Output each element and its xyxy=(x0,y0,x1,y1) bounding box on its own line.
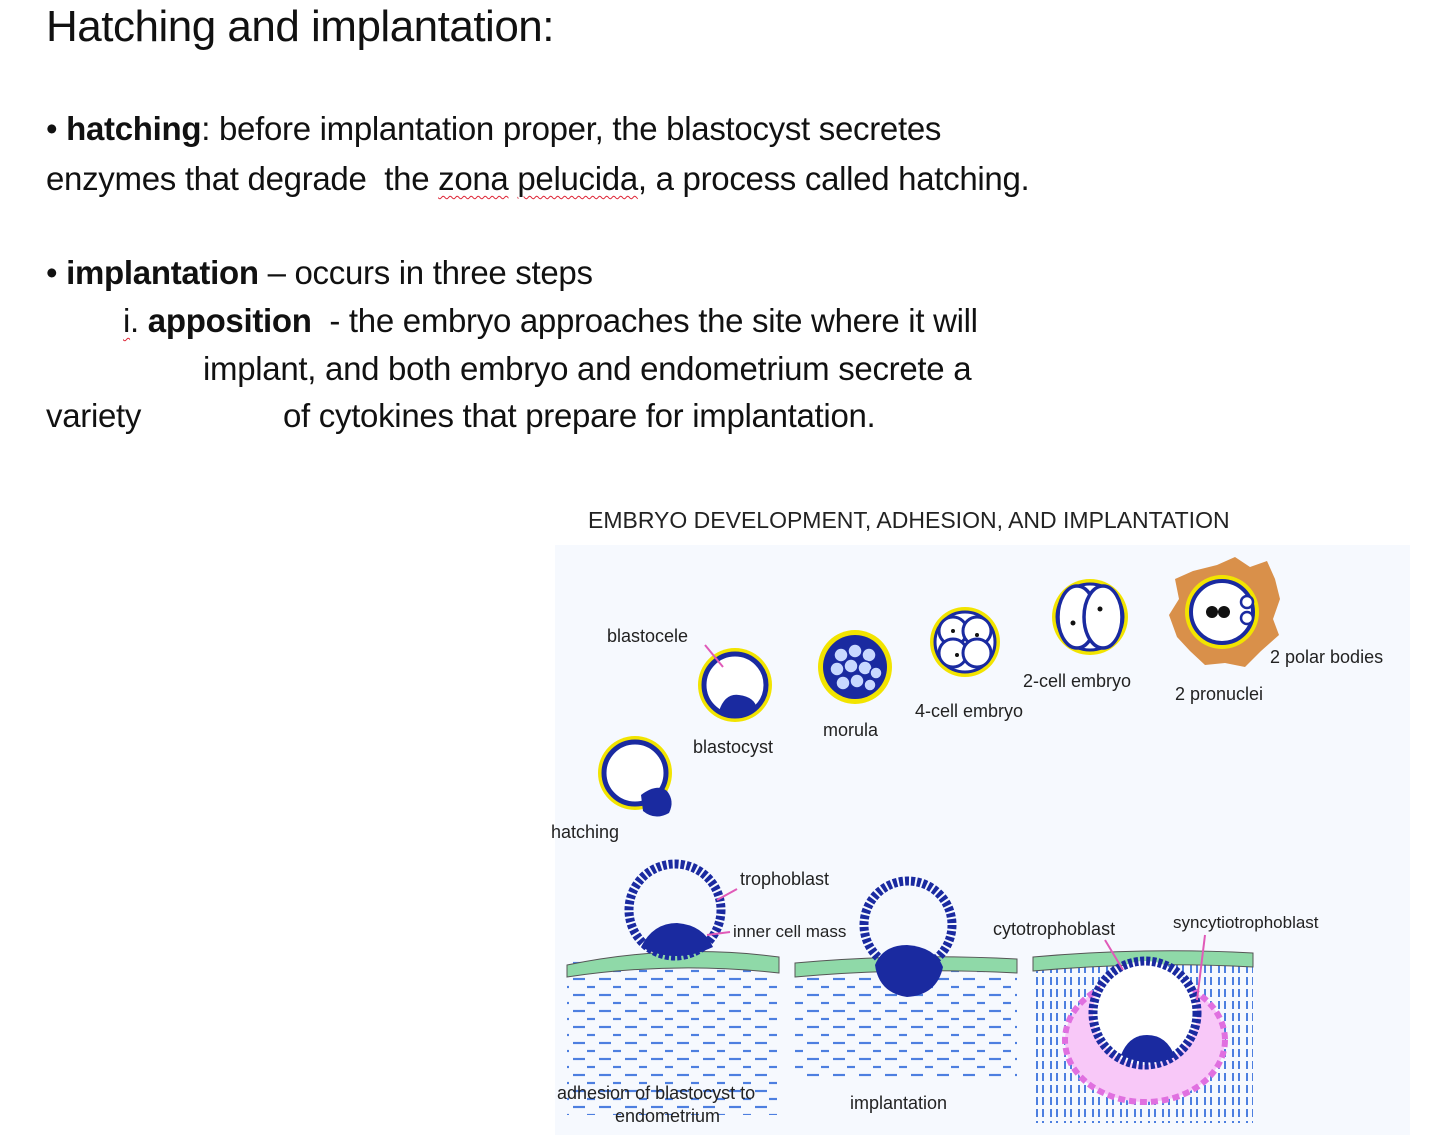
apposition-line-1: i. apposition - the embryo approaches th… xyxy=(123,302,978,340)
label-cytotrophoblast: cytotrophoblast xyxy=(993,919,1115,939)
hatching-blastocyst xyxy=(598,736,672,817)
pronucleus xyxy=(1218,606,1230,618)
label-hatching: hatching xyxy=(551,822,619,842)
apposition-text-1: - the embryo approaches the site where i… xyxy=(311,302,978,339)
label-adhesion-line-1: adhesion of blastocyst to xyxy=(557,1083,755,1103)
pointer-cytotrophoblast xyxy=(1104,939,1124,971)
label-4-cell-embryo: 4-cell embryo xyxy=(915,701,1023,721)
blastocyst xyxy=(698,648,772,722)
pointer-trophoblast xyxy=(716,888,738,901)
polar-body xyxy=(1239,594,1255,610)
invasion-panel xyxy=(1032,950,1254,1123)
slide-title: Hatching and implantation: xyxy=(46,2,555,51)
spell-flag-zona: zona xyxy=(438,160,509,197)
hatching-text-1: : before implantation proper, the blasto… xyxy=(201,110,942,147)
polar-body xyxy=(1239,610,1255,626)
bullet: • xyxy=(46,110,58,147)
label-morula: morula xyxy=(823,720,879,740)
label-pronuclei: 2 pronuclei xyxy=(1175,684,1263,704)
adhesion-panel xyxy=(566,859,780,1115)
two-cell-embryo xyxy=(1052,579,1128,655)
implantation-line-1: • implantation – occurs in three steps xyxy=(46,254,593,292)
label-blastocyst: blastocyst xyxy=(693,737,773,757)
label-2-cell-embryo: 2-cell embryo xyxy=(1023,671,1131,691)
pointer-syncytiotrophoblast xyxy=(1196,934,1206,1001)
apposition-line-2: implant, and both embryo and endometrium… xyxy=(203,350,972,387)
pronucleus xyxy=(1206,606,1218,618)
embryo-development-figure: EMBRYO DEVELOPMENT, ADHESION, AND IMPLAN… xyxy=(551,507,1410,1135)
label-implantation: implantation xyxy=(850,1093,947,1113)
pointer-blastocele xyxy=(704,644,724,668)
label-blastocele: blastocele xyxy=(607,626,688,646)
spell-flag-pelucida: pelucida xyxy=(517,160,638,197)
fertilized-egg xyxy=(1169,557,1280,667)
step-number: i xyxy=(123,302,131,339)
bullet: • xyxy=(46,254,58,291)
pointer-inner-cell-mass xyxy=(706,931,731,936)
apposition-line-3b: of cytokines that prepare for implantati… xyxy=(283,397,876,434)
hatching-line-1: • hatching: before implantation proper, … xyxy=(46,110,941,148)
morula xyxy=(818,630,892,704)
hatching-text-2a: enzymes that degrade the xyxy=(46,160,439,197)
four-cell-embryo xyxy=(930,607,1000,677)
implantation-text-1: – occurs in three steps xyxy=(258,254,593,291)
label-inner-cell-mass: inner cell mass xyxy=(733,922,846,941)
label-syncytiotrophoblast: syncytiotrophoblast xyxy=(1173,913,1319,932)
label-adhesion-line-2: endometrium xyxy=(615,1106,720,1126)
label-trophoblast: trophoblast xyxy=(740,869,829,889)
hatching-text-2b: , a process called hatching. xyxy=(637,160,1030,197)
label-polar-bodies: 2 polar bodies xyxy=(1270,647,1383,667)
implantation-term: implantation xyxy=(66,254,259,291)
apposition-line-3a: variety xyxy=(46,397,142,434)
apposition-term: apposition xyxy=(147,302,312,339)
hatching-term: hatching xyxy=(66,110,202,147)
step-dot: . xyxy=(130,302,148,339)
implantation-panel xyxy=(794,876,1018,1078)
figure-title: EMBRYO DEVELOPMENT, ADHESION, AND IMPLAN… xyxy=(588,507,1230,533)
hatching-line-2: enzymes that degrade the zona pelucida, … xyxy=(46,160,1030,198)
